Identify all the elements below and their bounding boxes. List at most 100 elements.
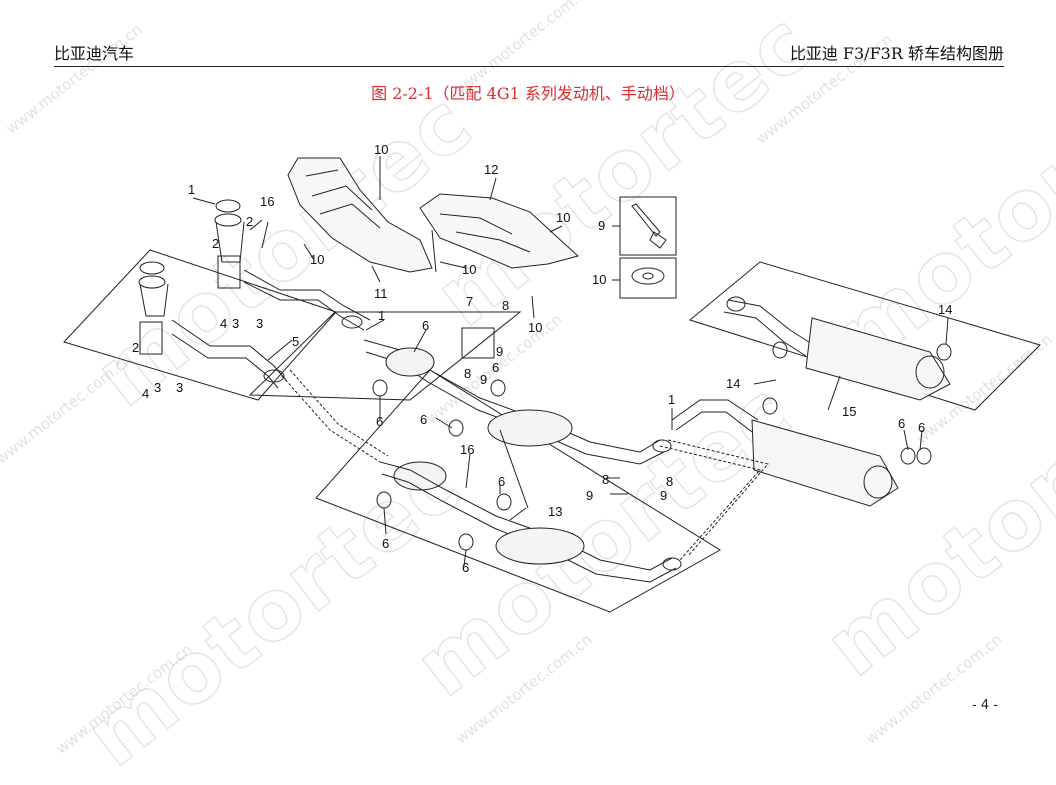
callout-6: 6 xyxy=(492,360,499,375)
callout-3: 3 xyxy=(154,380,161,395)
muffler-lower-outlet xyxy=(863,465,893,499)
callout-8: 8 xyxy=(666,474,673,489)
manifold-upper-body xyxy=(215,221,245,263)
header-left: 比亚迪汽车 xyxy=(54,44,135,63)
catalytic-converter-upper xyxy=(385,347,435,377)
heat-shield-12-detail xyxy=(439,213,531,253)
callout-9: 9 xyxy=(660,488,667,503)
callout-15: 15 xyxy=(842,404,856,419)
tailpipe-lower xyxy=(671,399,759,421)
callout-14: 14 xyxy=(938,302,952,317)
resonator-upper xyxy=(487,409,573,447)
callout-6: 6 xyxy=(376,414,383,429)
callout-1: 1 xyxy=(668,392,675,407)
nut-part-10 xyxy=(631,267,665,285)
hanger-rubber xyxy=(458,533,474,551)
callout-3: 3 xyxy=(176,380,183,395)
heat-shield-11-detail xyxy=(305,169,381,229)
frame-front-pipe-upper xyxy=(248,311,522,401)
callout-8: 8 xyxy=(502,298,509,313)
tailpipe-upper xyxy=(727,299,813,345)
header-rule xyxy=(54,66,1004,67)
callout-10: 10 xyxy=(556,210,570,225)
resonator-lower xyxy=(495,527,585,565)
exhaust-system-diagram: 1 1 1 2 2 2 3 3 3 3 4 4 5 6 6 6 6 6 6 6 … xyxy=(63,142,1041,613)
callout-5: 5 xyxy=(292,334,299,349)
lower-gasket xyxy=(263,369,285,383)
callout-8: 8 xyxy=(602,472,609,487)
muffler-lower-body xyxy=(751,419,899,507)
callout-3: 3 xyxy=(232,316,239,331)
dashed-route-left xyxy=(281,375,381,463)
heat-shield-12 xyxy=(419,193,580,269)
callout-3: 3 xyxy=(256,316,263,331)
callout-11: 11 xyxy=(374,286,388,301)
heat-shield-11 xyxy=(287,157,433,273)
callout-10: 10 xyxy=(528,320,542,335)
hanger-rubber xyxy=(448,419,464,437)
frame-clamp-box xyxy=(461,327,495,359)
callout-2: 2 xyxy=(212,236,219,251)
diagram-strokes xyxy=(63,156,1041,613)
callout-10: 10 xyxy=(462,262,476,277)
callout-2: 2 xyxy=(246,214,253,229)
bolt-part-9 xyxy=(631,203,667,249)
callout-10: 10 xyxy=(310,252,324,267)
callout-2: 2 xyxy=(132,340,139,355)
page-number: - 4 - xyxy=(972,698,998,713)
frame-manifold-group xyxy=(63,249,337,401)
muffler-upper-outlet xyxy=(915,355,945,389)
hanger-rubber xyxy=(376,491,392,509)
frame-sensor-box-2 xyxy=(139,321,163,355)
manifold-lower-flange xyxy=(139,261,165,275)
callout-4: 4 xyxy=(142,386,149,401)
callout-10: 10 xyxy=(374,142,388,157)
callout-6: 6 xyxy=(918,420,925,435)
callout-6: 6 xyxy=(382,536,389,551)
callout-9: 9 xyxy=(480,372,487,387)
hanger-rubber xyxy=(490,379,506,397)
callout-9: 9 xyxy=(496,344,503,359)
manifold-upper-flange xyxy=(215,199,241,213)
manifold-lower-body xyxy=(139,283,169,317)
callout-12: 12 xyxy=(484,162,498,177)
front-pipe-flange xyxy=(341,315,363,329)
callout-6: 6 xyxy=(498,474,505,489)
callout-14: 14 xyxy=(726,376,740,391)
callout-6: 6 xyxy=(422,318,429,333)
frame-inset-10 xyxy=(619,257,677,299)
hanger-rubber xyxy=(496,493,512,511)
callout-7: 7 xyxy=(466,294,473,309)
rear-flange-lower xyxy=(662,557,682,571)
hanger-rubber xyxy=(772,341,788,359)
frame-front-pipe-lower xyxy=(315,369,721,613)
callout-4: 4 xyxy=(220,316,227,331)
manifold-upper-pipe xyxy=(243,269,371,321)
callout-16: 16 xyxy=(260,194,274,209)
callout-1: 1 xyxy=(188,182,195,197)
callout-6: 6 xyxy=(898,416,905,431)
dashed-route-right xyxy=(659,445,761,561)
hanger-rubber xyxy=(916,447,932,465)
callout-1: 1 xyxy=(378,308,385,323)
callout-10: 10 xyxy=(592,272,606,287)
hanger-rubber xyxy=(936,343,952,361)
callout-16: 16 xyxy=(460,442,474,457)
header-right: 比亚迪 F3/F3R 轿车结构图册 xyxy=(789,44,1004,63)
figure-title: 图 2-2-1（匹配 4G1 系列发动机、手动档） xyxy=(371,84,685,103)
hanger-rubber xyxy=(372,379,388,397)
frame-inset-9 xyxy=(619,196,677,256)
front-pipe-lower-body xyxy=(379,461,673,571)
frame-sensor-box xyxy=(217,255,241,289)
hanger-rubber xyxy=(900,447,916,465)
hanger-rubber xyxy=(762,397,778,415)
callout-9: 9 xyxy=(598,218,605,233)
rear-flange xyxy=(652,439,672,453)
callout-13: 13 xyxy=(548,504,562,519)
callout-8: 8 xyxy=(464,366,471,381)
callout-9: 9 xyxy=(586,488,593,503)
muffler-upper-body xyxy=(805,317,951,401)
callout-6: 6 xyxy=(420,412,427,427)
callout-6: 6 xyxy=(462,560,469,575)
callout-labels: 1 1 1 2 2 2 3 3 3 3 4 4 5 6 6 6 6 6 6 6 … xyxy=(132,142,952,575)
